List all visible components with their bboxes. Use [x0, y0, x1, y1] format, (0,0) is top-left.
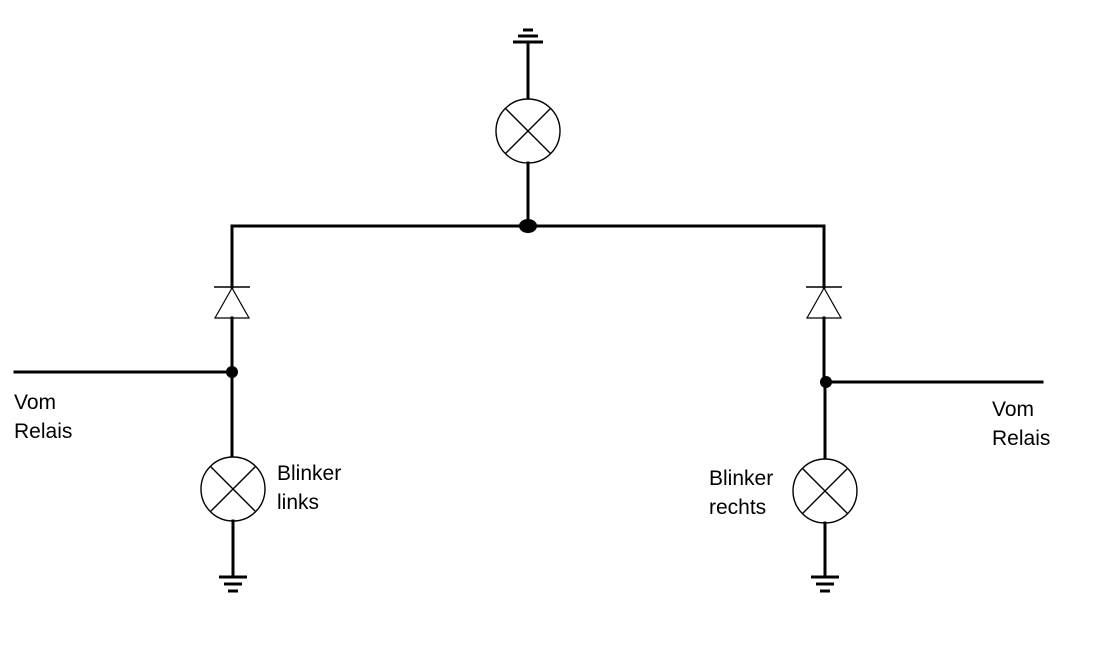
left-relais-label-line2: Relais — [14, 420, 73, 443]
right-relais-label-line2: Relais — [992, 427, 1051, 450]
right-lamp-label: Blinker rechts — [709, 464, 773, 522]
left-lamp-label-line1: Blinker — [277, 462, 342, 485]
right-lamp-label-line2: rechts — [709, 496, 767, 519]
right-lamp-label-line1: Blinker — [709, 467, 774, 490]
top-ground-symbol — [513, 28, 543, 44]
right-diode-symbol — [805, 286, 843, 319]
left-lamp-symbol — [200, 456, 266, 522]
right-relais-label: Vom Relais — [992, 395, 1050, 453]
right-ground-symbol — [811, 575, 839, 593]
left-ground-symbol — [219, 575, 247, 593]
top-bus-wire — [230, 224, 826, 289]
right-lamp-symbol — [792, 458, 858, 524]
left-relais-label-line1: Vom — [14, 391, 57, 414]
right-relais-label-line1: Vom — [992, 398, 1035, 421]
top-junction-dot — [519, 219, 537, 233]
left-diode-symbol — [213, 286, 251, 319]
left-lamp-label: Blinker links — [277, 459, 341, 517]
left-relais-label: Vom Relais — [14, 388, 72, 446]
left-lamp-label-line2: links — [277, 491, 320, 514]
top-lamp-symbol — [495, 98, 561, 164]
